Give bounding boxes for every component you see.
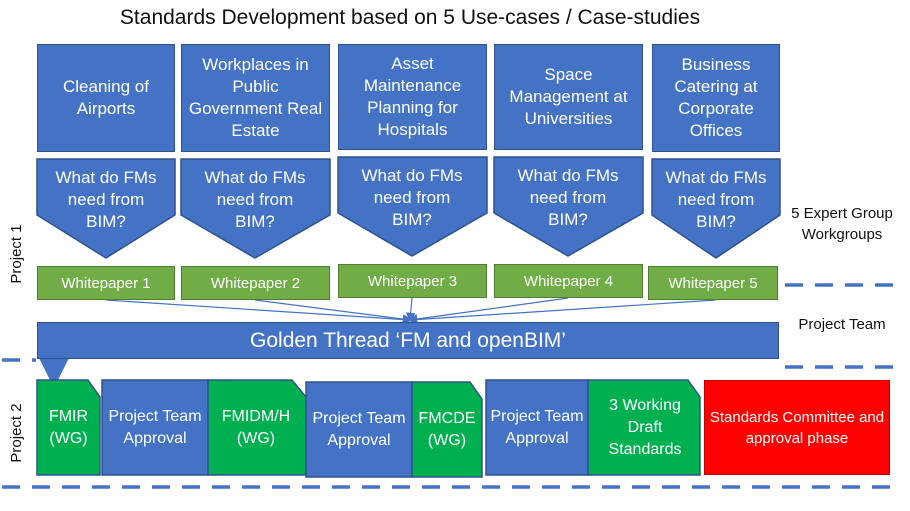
converge-line-2 <box>254 299 413 324</box>
use-case-1: Cleaning of Airports <box>37 44 175 152</box>
step-drafts-shape <box>587 379 701 476</box>
question-arrow-3 <box>337 156 488 257</box>
project-team-label: Project Team <box>798 316 886 333</box>
step-drafts: 3 Working Draft Standards <box>608 396 682 458</box>
question-text-2: What do FMs need from BIM? <box>204 168 306 231</box>
step-fmcde: FMCDE (WG) <box>418 409 476 449</box>
step-approval-3: Project Team Approval <box>490 407 584 447</box>
question-text-5: What do FMs need from BIM? <box>665 168 767 231</box>
converge-line-1 <box>105 299 413 325</box>
project-1-label: Project 1 <box>8 224 25 284</box>
whitepaper-1: Whitepaper 1 <box>37 266 175 300</box>
converge-line-3 <box>405 297 416 323</box>
question-arrow-5 <box>651 158 781 259</box>
use-case-2: Workplaces in Public Government Real Est… <box>181 44 330 152</box>
whitepaper-2: Whitepaper 2 <box>181 266 330 300</box>
step-fmir-shape <box>36 379 101 476</box>
step-approval-1: Project Team Approval <box>108 407 202 447</box>
golden-thread-bar: Golden Thread ‘FM and openBIM’ <box>37 322 779 359</box>
project-2-label: Project 2 <box>8 403 25 463</box>
step-fmcde-shape <box>411 381 483 478</box>
converge-line-4 <box>407 297 569 324</box>
question-text-1: What do FMs need from BIM? <box>55 168 157 231</box>
question-arrow-4 <box>493 156 644 257</box>
use-case-3: Asset Maintenance Planning for Hospitals <box>338 44 487 150</box>
question-arrow-1 <box>36 158 176 259</box>
step-fmir: FMIR (WG) <box>48 407 89 447</box>
whitepaper-5: Whitepaper 5 <box>648 266 778 300</box>
use-case-5: Business Catering at Corporate Offices <box>652 44 780 152</box>
diagram-title: Standards Development based on 5 Use-cas… <box>119 6 701 29</box>
expert-groups-label: 5 Expert Group Workgroups <box>791 205 893 243</box>
step-approval-2: Project Team Approval <box>312 409 406 449</box>
step-fmidm: FMIDM/H (WG) <box>221 407 291 447</box>
converge-line-5 <box>407 299 717 325</box>
question-text-3: What do FMs need from BIM? <box>361 166 463 229</box>
question-arrow-2 <box>180 158 331 259</box>
standards-committee-box: Standards Committee and approval phase <box>704 380 890 475</box>
question-text-4: What do FMs need from BIM? <box>517 166 619 229</box>
use-case-4: Space Management at Universities <box>494 44 643 150</box>
whitepaper-3: Whitepaper 3 <box>338 264 487 298</box>
whitepaper-4: Whitepaper 4 <box>494 264 643 298</box>
